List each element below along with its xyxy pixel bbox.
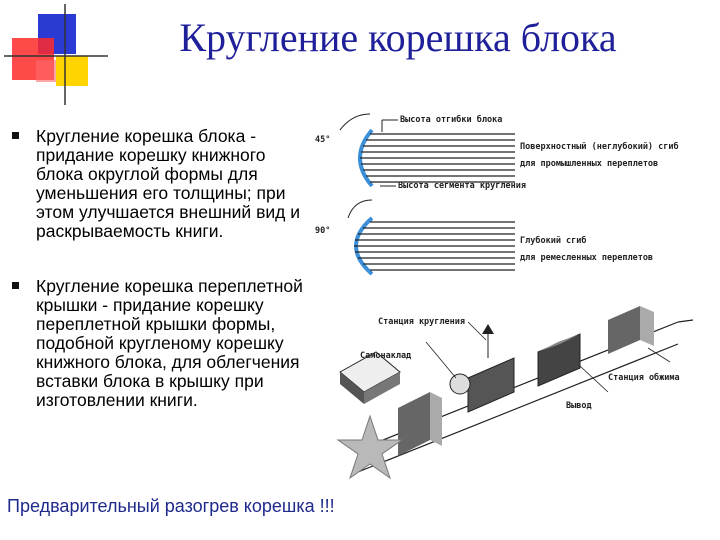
feeder-stack [339, 351, 401, 404]
lower-block-illustration [347, 199, 515, 276]
bullet-text: Кругление корешка блока - придание кореш… [36, 126, 300, 241]
rounding-station-label: Станция кругления [378, 317, 465, 327]
bullet-text: Кругление корешка переплетной крышки - п… [36, 276, 303, 410]
rounding-machine-illustration: Станция кругления Самонаклад Станция обж… [336, 306, 694, 480]
bullet-item: Кругление корешка переплетной крышки - п… [10, 277, 315, 410]
output-label: Вывод [566, 401, 592, 411]
angle-45-label: 45° [315, 135, 330, 145]
corner-decoration [4, 4, 108, 105]
crimp-station-label: Станция обжима [608, 372, 680, 383]
bullet-item: Кругление корешка блока - придание кореш… [10, 127, 315, 241]
rounding-station [449, 324, 515, 413]
book-block [398, 392, 442, 456]
angle-90-label: 90° [315, 226, 330, 236]
deep-bend-label: Глубокий сгиб [520, 235, 587, 246]
output-stack [608, 306, 654, 354]
surface-bend-label-2: для промышленных переплетов [520, 159, 658, 169]
bullet-square-icon [12, 282, 19, 289]
upper-block-illustration [339, 113, 515, 188]
footer-note: Предварительный разогрев корешка !!! [7, 496, 335, 516]
bend-height-label: Высота отгибки блока [400, 114, 502, 125]
spine-rounding-diagram: 45° 90° Высота отгибки блока Поверхностн… [315, 113, 679, 276]
bullet-list: Кругление корешка блока - придание кореш… [10, 127, 315, 410]
crimp-station [537, 333, 581, 387]
slide-title: Кругление корешка блока [179, 15, 617, 60]
bullet-square-icon [12, 132, 19, 139]
deep-bend-label-2: для ремесленных переплетов [520, 253, 653, 263]
segment-height-label: Высота сегмента кругления [398, 181, 526, 191]
star-icon [336, 414, 404, 480]
surface-bend-label: Поверхностный (неглубокий) сгиб [520, 141, 679, 152]
feeder-label: Самонаклад [360, 351, 411, 361]
